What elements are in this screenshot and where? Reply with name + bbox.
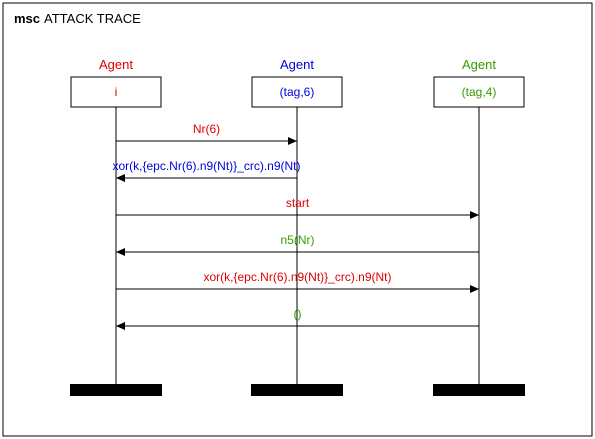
messages-group: Nr(6) xor(k,{epc.Nr(6).n9(Nt)}_crc).n9(Nt… (112, 122, 479, 330)
message-arrowhead (470, 211, 479, 219)
agent-role-label: Agent (99, 57, 133, 72)
lifeline-end-bar (70, 384, 162, 396)
message-arrowhead (116, 248, 125, 256)
diagram-title: msc ATTACK TRACE (14, 11, 141, 26)
agent-box (433, 76, 525, 108)
message-label: xor(k,{epc.Nr(6).n9(Nt)}_crc).n9(Nt) (112, 159, 300, 173)
agent-role-label: Agent (462, 57, 496, 72)
message-label: n5(Nr) (280, 233, 314, 247)
agent-name: (tag,6) (280, 85, 315, 99)
message-label: Nr(6) (193, 122, 220, 136)
agent-name: i (115, 85, 118, 99)
message-arrowhead (288, 137, 297, 145)
agent-box (251, 76, 343, 108)
agent-role-label: Agent (280, 57, 314, 72)
lifelines-group: Agent i Agent (tag,6) Agent (tag,4) (70, 57, 525, 396)
message-label: xor(k,{epc.Nr(6).n9(Nt)}_crc).n9(Nt) (203, 270, 391, 284)
message-label: start (286, 196, 310, 210)
message-arrowhead (116, 174, 125, 182)
lifeline-end-bar (251, 384, 343, 396)
title-keyword: msc (14, 11, 40, 26)
title-text: ATTACK TRACE (44, 11, 141, 26)
message-arrowhead (470, 285, 479, 293)
lifeline-end-bar (433, 384, 525, 396)
message-arrowhead (116, 322, 125, 330)
message-label: () (294, 307, 302, 321)
agent-name: (tag,4) (462, 85, 497, 99)
